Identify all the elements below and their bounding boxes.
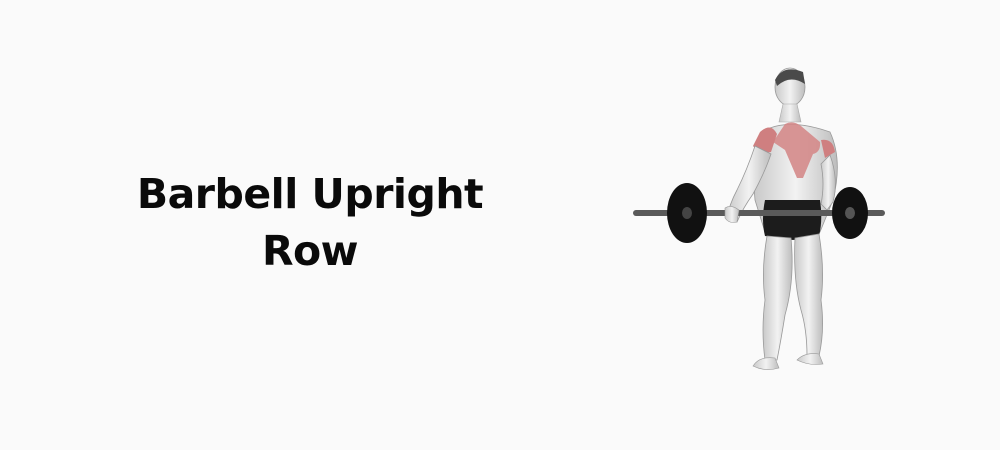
barbell xyxy=(633,183,885,243)
exercise-illustration xyxy=(625,60,895,380)
head xyxy=(774,67,806,123)
left-foot xyxy=(752,357,780,370)
right-deltoid-highlight xyxy=(821,139,835,158)
exercise-title: Barbell Upright Row xyxy=(130,166,490,280)
left-hand xyxy=(724,206,740,223)
left-deltoid-highlight xyxy=(753,127,777,153)
left-leg xyxy=(762,235,793,361)
right-leg xyxy=(794,233,823,357)
trapezius-highlight xyxy=(773,122,821,178)
title-line-1: Barbell Upright xyxy=(136,170,484,218)
right-foot xyxy=(796,353,824,365)
title-line-2: Row xyxy=(261,227,359,275)
right-arm xyxy=(820,154,836,211)
shorts xyxy=(763,200,822,240)
